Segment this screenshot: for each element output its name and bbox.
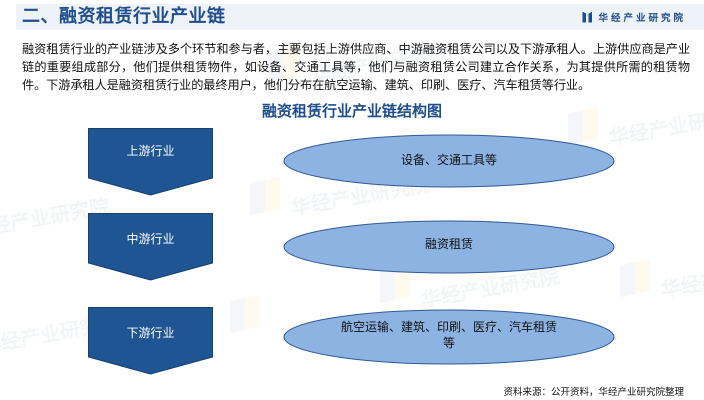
oval-label: 设备、交通工具等 <box>400 153 497 167</box>
pentagon-arrow-shape <box>88 307 213 375</box>
ellipse-shape <box>283 220 615 274</box>
pentagon-arrow-shape <box>88 213 213 281</box>
oval-upstream-detail: 设备、交通工具等 <box>283 134 615 188</box>
oval-label-line2: 等 <box>442 336 455 350</box>
stage-label: 中游行业 <box>126 232 175 246</box>
watermark-logo <box>250 176 280 216</box>
oval-downstream-detail: 航空运输、建筑、印刷、医疗、汽车租赁 等 <box>283 309 615 365</box>
huajing-logo-icon <box>582 12 592 23</box>
source-note: 资料来源：公开资料，华经产业研究院整理 <box>503 387 684 398</box>
watermark-text: 华经产业研究院 <box>659 254 704 302</box>
intro-paragraph: 融资租赁行业的产业链涉及多个环节和参与者，主要包括上游供应商、中游融资租赁公司以… <box>22 42 690 92</box>
pentagon-arrow-shape <box>88 128 213 196</box>
stage-label: 上游行业 <box>126 144 175 158</box>
ellipse-shape <box>283 309 615 365</box>
stage-midstream: 中游行业 <box>88 213 213 281</box>
ellipse-shape <box>283 134 615 188</box>
stage-downstream: 下游行业 <box>88 307 213 375</box>
oval-midstream-detail: 融资租赁 <box>283 220 615 274</box>
oval-label-line1: 航空运输、建筑、印刷、医疗、汽车租赁 <box>340 320 557 334</box>
diagram-title: 融资租赁行业产业链结构图 <box>261 102 442 120</box>
oval-label: 融资租赁 <box>424 237 473 251</box>
brand-name: 华经产业研究院 <box>598 13 686 24</box>
stage-label: 下游行业 <box>126 326 175 340</box>
watermark-logo <box>620 258 650 298</box>
watermark-logo <box>230 294 260 334</box>
page-title: 二、融资租赁行业产业链 <box>22 6 226 27</box>
stage-upstream: 上游行业 <box>88 128 213 196</box>
brand: 华经产业研究院 <box>582 9 686 25</box>
